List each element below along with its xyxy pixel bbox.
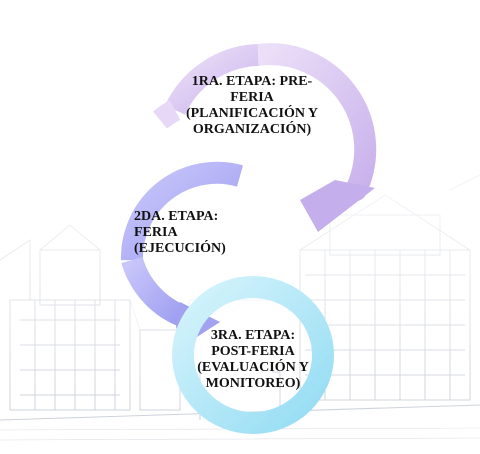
stage-1-line-4: ORGANIZACIÓN) (192, 122, 312, 137)
stage-3-line-1: 3RA. ETAPA: (210, 328, 296, 343)
stage-1-label: 1RA. ETAPA: PRE- FERIA (PLANIFICACIÓN Y … (172, 74, 332, 138)
stage-3-arrow (172, 276, 334, 434)
stage-2-label: 2DA. ETAPA: FERIA (EJECUCIÓN) (134, 209, 226, 257)
stage-1-line-3: (PLANIFICACIÓN Y (185, 106, 319, 121)
stage-2-line-1: 2DA. ETAPA: (134, 209, 219, 224)
stage-3-label: 3RA. ETAPA: POST-FERIA (EVALUACIÓN Y MON… (186, 328, 320, 392)
stage-1-line-2: FERIA (230, 90, 274, 105)
stage-2-line-3: (EJECUCIÓN) (134, 241, 226, 256)
stage-3-line-3: (EVALUACIÓN Y (197, 360, 309, 375)
stage-1-line-1: 1RA. ETAPA: PRE- (191, 74, 313, 89)
stage-2-line-2: FERIA (134, 225, 178, 240)
stage-3-line-4: MONITOREO) (205, 376, 301, 391)
stage-1-arrow (153, 43, 377, 232)
stage-3-line-2: POST-FERIA (211, 344, 295, 359)
